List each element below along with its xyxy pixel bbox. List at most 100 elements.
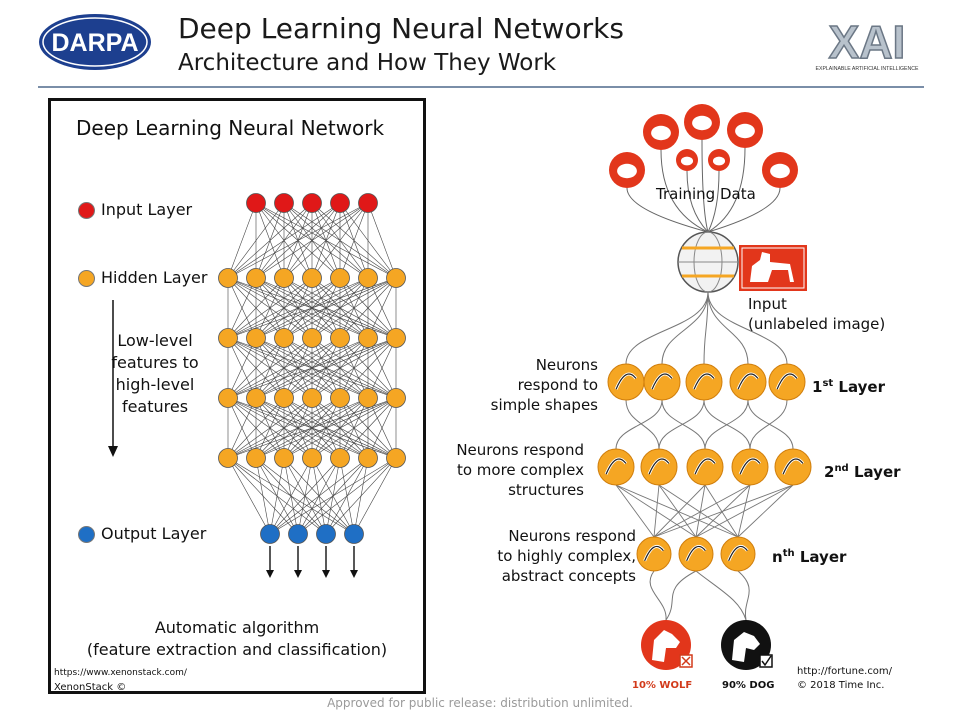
- connection-line: [283, 397, 397, 459]
- feature-shape-outline: [782, 458, 804, 475]
- connection-line: [269, 457, 313, 535]
- layern-description: Neurons respond to highly complex, abstr…: [497, 526, 636, 586]
- layer1-description-line: Neurons: [535, 356, 598, 374]
- feature-progression-line: high-level: [115, 375, 195, 394]
- connection-line: [227, 337, 397, 399]
- connection-line: [339, 397, 397, 459]
- hidden-node: [386, 388, 406, 408]
- layer2-description-line: Neurons respond: [456, 441, 584, 459]
- layern-description-line: to highly complex,: [497, 547, 636, 565]
- hidden-node: [358, 388, 378, 408]
- output-arrow-head: [322, 570, 330, 578]
- feature-shape-outline: [644, 545, 664, 562]
- connection-line: [339, 277, 397, 339]
- hidden-node: [246, 268, 266, 288]
- hidden-node: [218, 388, 238, 408]
- output-layer-dot: [78, 526, 95, 543]
- feature-shape-outline: [739, 458, 761, 475]
- hidden-node: [330, 268, 350, 288]
- layern-connection: [704, 484, 739, 538]
- input-node: [358, 193, 378, 213]
- flow-connections: [615, 139, 794, 621]
- layer2-neuron: [774, 448, 812, 486]
- layern-connection: [653, 484, 660, 538]
- connection-line: [227, 337, 313, 399]
- layer2-connection: [615, 399, 663, 450]
- dog-output-icon: [721, 620, 773, 670]
- connection-line: [255, 397, 397, 459]
- connection-line: [227, 277, 397, 339]
- connection-line: [269, 457, 341, 535]
- connection-line: [227, 277, 257, 339]
- input-layer-label: Input Layer: [101, 200, 193, 219]
- output-node: [316, 524, 336, 544]
- output-arrow-head: [350, 570, 358, 578]
- layer1-description-line: simple shapes: [490, 396, 598, 414]
- connection-line: [283, 337, 397, 399]
- xai-logo-text: XAI: [829, 16, 906, 68]
- panel-title: Deep Learning Neural Network: [76, 116, 385, 140]
- darpa-logo: DARPA: [39, 14, 151, 70]
- feature-progression-label: Low-level features to high-level feature…: [100, 330, 210, 418]
- hidden-node: [302, 268, 322, 288]
- connection-line: [297, 457, 397, 535]
- fortune-copyright: © 2018 Time Inc.: [797, 680, 885, 691]
- layer1-neuron: [768, 363, 806, 401]
- layer1-ordinal: 1: [812, 378, 823, 396]
- hidden-node: [218, 328, 238, 348]
- hidden-node: [302, 448, 322, 468]
- connection-line: [255, 337, 397, 399]
- layer1-word: Layer: [838, 378, 885, 396]
- training-connection: [707, 187, 781, 233]
- layer2-label: 2nd Layer: [824, 459, 901, 482]
- layern-label: nth Layer: [772, 544, 846, 567]
- output-node: [288, 524, 308, 544]
- input-node: [302, 193, 322, 213]
- xai-logo: XAI EXPLAINABLE ARTIFICIAL INTELLIGENCE: [816, 15, 919, 72]
- connection-line: [227, 337, 285, 399]
- layern-word: Layer: [799, 548, 847, 566]
- header-divider: [38, 86, 924, 88]
- output-arrow-head: [266, 570, 274, 578]
- connection-line: [227, 202, 285, 279]
- layer2-ordinal: 2: [824, 463, 835, 481]
- feature-progression-line: features: [121, 397, 189, 416]
- layer1-neuron: [607, 363, 645, 401]
- animal-silhouette-icon: [692, 115, 712, 131]
- connection-line: [227, 397, 285, 459]
- layern-connection: [658, 484, 739, 538]
- feature-progression-line: features to: [111, 353, 199, 372]
- layer1-connection: [661, 291, 709, 365]
- input-label: Input: [748, 295, 787, 313]
- connection-line: [227, 277, 313, 339]
- connection-line: [227, 337, 369, 399]
- connection-line: [353, 457, 397, 535]
- feature-shape-outline: [693, 373, 715, 390]
- hidden-node: [274, 268, 294, 288]
- layern-suffix: th: [782, 548, 795, 559]
- hidden-node: [330, 448, 350, 468]
- connection-line: [367, 397, 397, 459]
- feature-shape-outline: [651, 373, 673, 390]
- connection-line: [227, 397, 257, 459]
- neural-network-panel: [48, 98, 426, 694]
- feature-shape-outline: [728, 545, 748, 562]
- connection-line: [269, 457, 369, 535]
- darpa-logo-text: DARPA: [51, 29, 138, 57]
- connection-line: [227, 397, 397, 459]
- layern-connection: [653, 484, 794, 538]
- network-layer-circles: [597, 363, 812, 572]
- connection-line: [227, 202, 257, 279]
- wolf-output-connection: [649, 570, 667, 621]
- connection-line: [367, 202, 397, 279]
- connection-line: [227, 457, 271, 535]
- network-connections: [227, 202, 397, 535]
- progression-arrow-head: [108, 446, 118, 457]
- connection-line: [227, 397, 341, 459]
- training-data-label: Training Data: [656, 185, 756, 203]
- output-node: [344, 524, 364, 544]
- hidden-node: [274, 328, 294, 348]
- connection-line: [227, 277, 341, 339]
- layer1-connection: [707, 291, 788, 365]
- connection-line: [227, 337, 257, 399]
